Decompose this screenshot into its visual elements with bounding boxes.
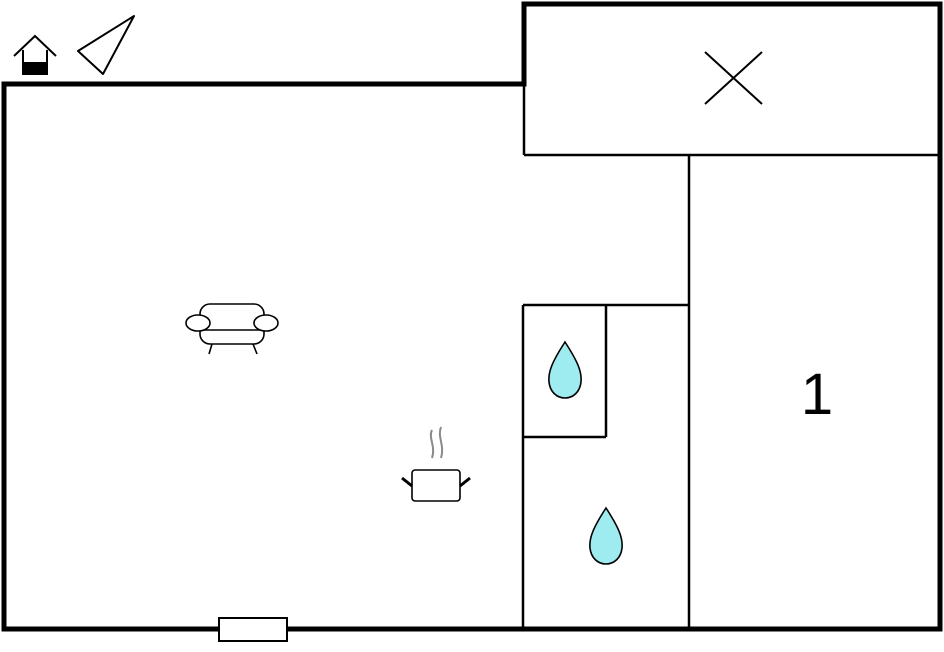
sofa-icon <box>185 303 279 355</box>
bedroom-number-label: 1 <box>801 362 833 427</box>
door-icon <box>218 617 288 642</box>
water-drop-icon <box>548 340 582 399</box>
x-mark-icon <box>704 51 763 105</box>
compass-triangle-icon <box>77 15 135 75</box>
house-floor-icon <box>13 34 57 75</box>
water-drop-icon <box>589 506 623 565</box>
interior-walls <box>521 84 940 629</box>
outer-walls <box>1 1 943 632</box>
cooking-pot-icon <box>401 426 471 502</box>
